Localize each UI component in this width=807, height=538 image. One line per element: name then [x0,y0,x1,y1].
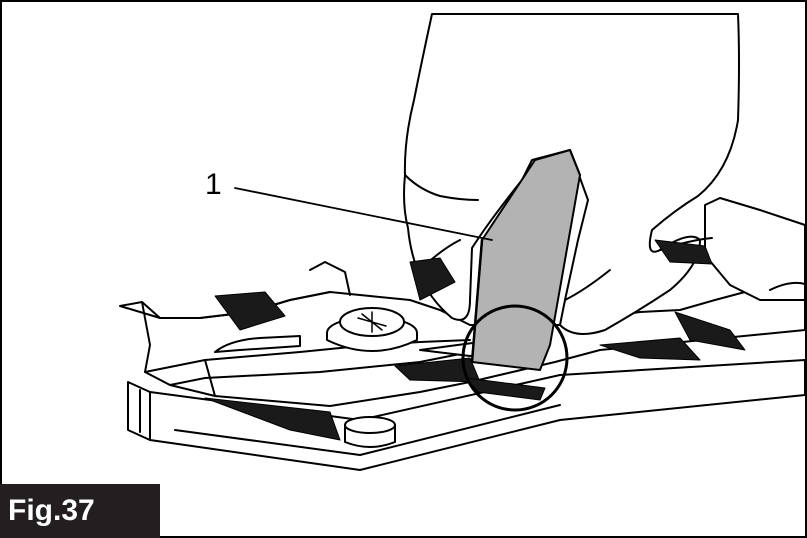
magnify-circle [461,304,569,412]
callout-leader [234,187,493,241]
bolt-head [326,307,418,352]
bottom-nut [344,416,396,448]
blade-teeth [204,239,746,441]
figure-label: Fig.37 [0,484,160,538]
hand [403,13,740,335]
callout-number: 1 [205,168,222,201]
file-tool [470,149,581,371]
